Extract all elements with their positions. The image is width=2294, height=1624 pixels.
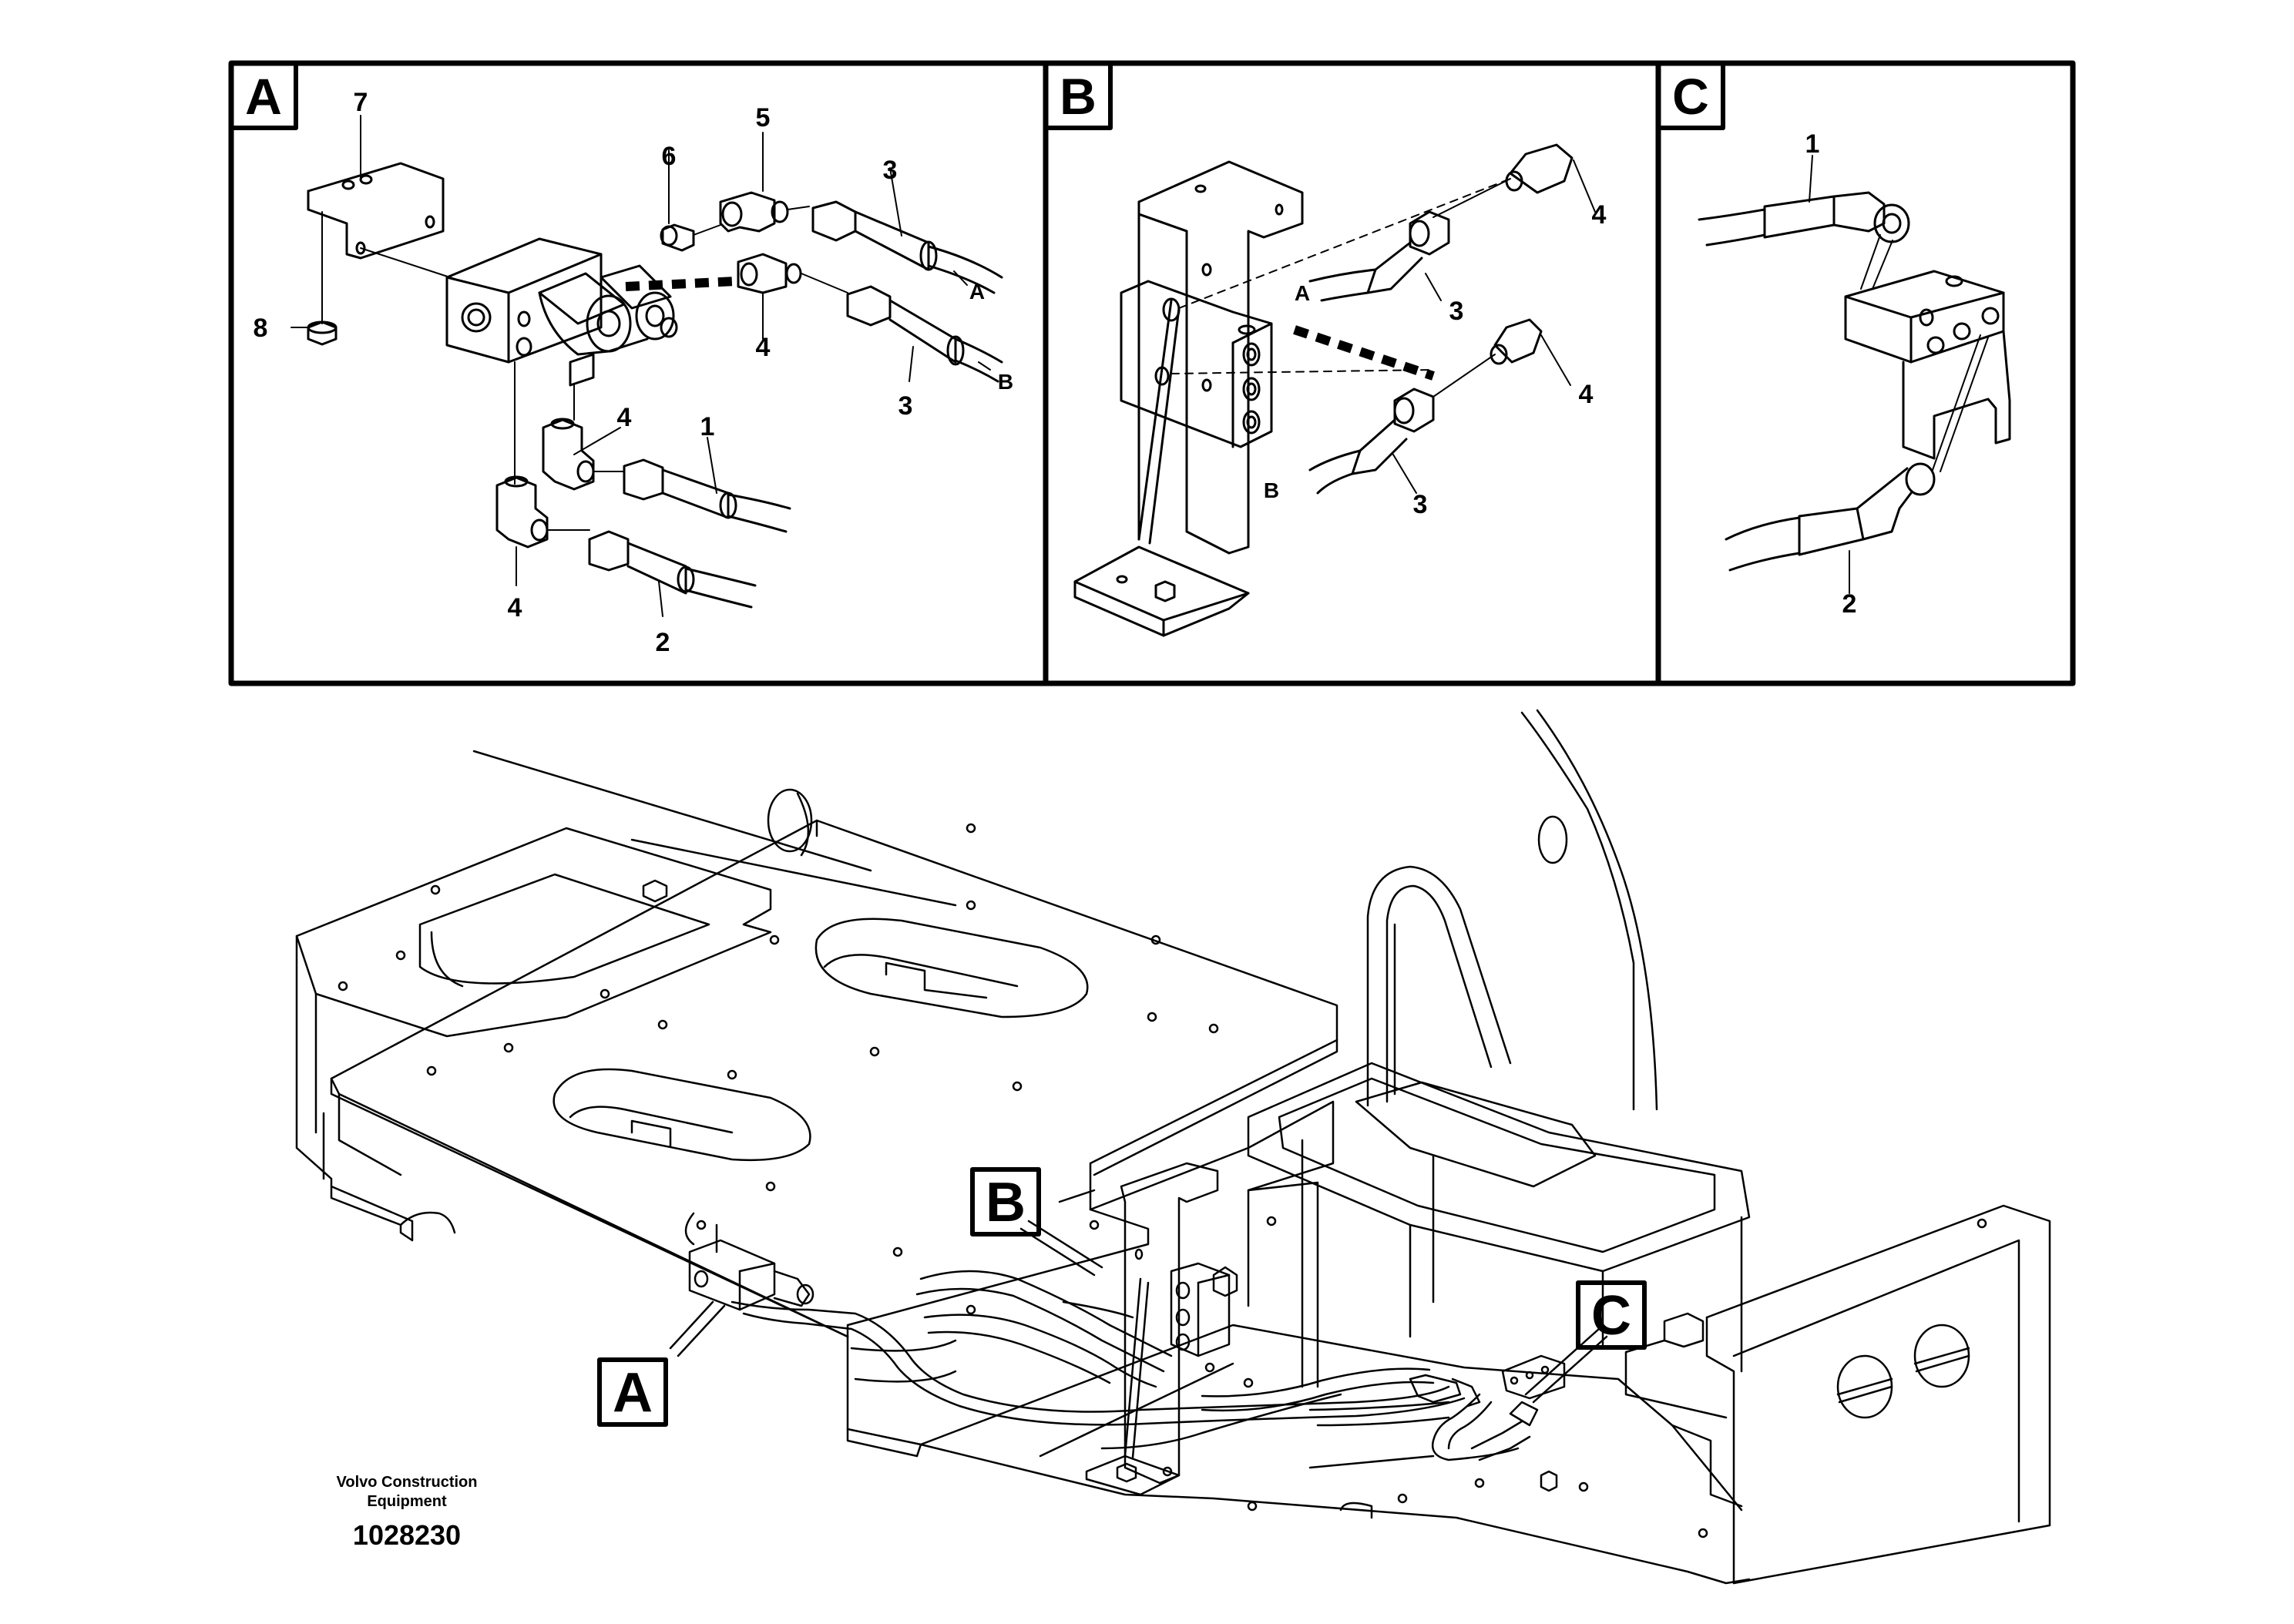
callout-b-4-upper: 4 [1592,200,1607,230]
callout-4-middle: 4 [617,403,632,432]
callout-c-2: 2 [1842,589,1857,619]
panel-b-letter: B [1060,68,1097,125]
callout-4-lower: 4 [508,593,522,622]
callout-5: 5 [756,103,771,133]
port-b-b-label: B [1264,478,1279,502]
port-b-label: B [998,370,1013,394]
detail-panels-frame [228,60,2076,686]
overview-label-b: B [986,1172,1026,1233]
callout-b-4-lower: 4 [1579,380,1594,409]
callout-3-upper: 3 [883,156,898,185]
callout-b-3-upper: 3 [1449,297,1464,326]
overview-chassis [295,709,2051,1585]
port-b-a-label: A [1295,281,1310,305]
callout-4-upper: 4 [756,333,771,362]
panel-c-letter: C [1672,68,1709,125]
callout-3-lower: 3 [898,391,913,421]
callout-8: 8 [254,314,268,343]
overview-label-a: A [613,1362,653,1424]
overview-bracket [1085,1162,1231,1496]
callout-6: 6 [662,142,677,171]
callout-2: 2 [656,628,670,657]
overview-label-c: C [1591,1285,1631,1347]
company-name-line2: Equipment [367,1493,447,1510]
document-number: 1028230 [353,1519,461,1551]
overview-hoses [731,1270,1566,1469]
callout-b-3-lower: 3 [1413,490,1428,519]
callout-7: 7 [354,88,368,117]
callout-c-1: 1 [1805,129,1820,159]
callout-1: 1 [700,412,715,441]
overview-label-boxes [597,1167,1647,1427]
detail-b-drawing [1073,143,1596,637]
panel-a-letter: A [245,68,282,125]
detail-a-drawing [291,115,1003,617]
company-name-line1: Volvo Construction [337,1474,478,1491]
overview-valve-a [684,1212,814,1311]
port-a-label: A [969,280,985,304]
detail-c-drawing [1698,155,2011,594]
